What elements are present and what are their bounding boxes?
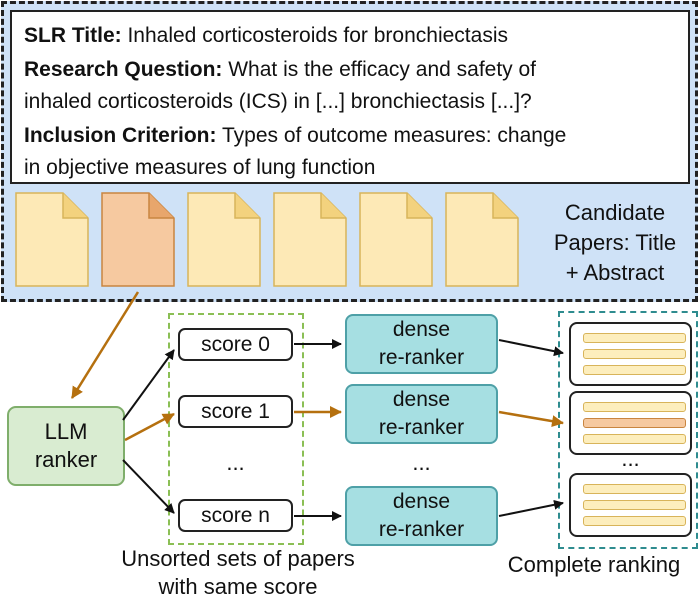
inclusion-criterion-value: Types of outcome measures: change xyxy=(216,124,567,147)
llm-to-score-n-arrow xyxy=(122,459,175,514)
llm-to-score-0-arrow xyxy=(122,349,175,421)
ranking-box-n xyxy=(569,473,692,537)
ranked-paper-bar xyxy=(583,516,686,526)
score-0-box: score 0 xyxy=(178,328,293,361)
score-1-box: score 1 xyxy=(178,395,293,428)
score-ellipsis: ... xyxy=(226,450,245,475)
unsorted-sets-caption: Unsorted sets of papers with same score xyxy=(121,546,355,599)
slr-description-box: SLR Title: Inhaled corticosteroids for b… xyxy=(10,10,690,184)
dense-n-to-ranking-arrow xyxy=(498,499,564,517)
candidate-label-line-2: Papers: Title xyxy=(553,230,677,255)
slr-title-value: Inhaled corticosteroids for bronchiectas… xyxy=(121,24,508,47)
paper-to-llm-arrow xyxy=(70,291,140,399)
ranking-ellipsis: ... xyxy=(621,446,640,471)
ranked-paper-bar-selected xyxy=(583,418,686,428)
complete-ranking-caption: Complete ranking xyxy=(507,552,681,577)
slr-title-label: SLR Title: xyxy=(24,24,122,47)
dense-reranker-n: dense re-ranker xyxy=(345,486,498,546)
ranked-paper-bar xyxy=(583,402,686,412)
research-question-line: Research Question: What is the efficacy … xyxy=(24,58,536,82)
document-icon xyxy=(445,192,519,287)
ranked-paper-bar xyxy=(583,500,686,510)
research-question-value: What is the efficacy and safety of xyxy=(222,58,537,81)
ranked-paper-bar xyxy=(583,349,686,359)
candidate-papers-label: Candidate Papers: Title + Abstract xyxy=(535,198,695,288)
dense-0-to-ranking-arrow xyxy=(498,339,564,357)
research-question-line-2: inhaled corticosteroids (ICS) in [...] b… xyxy=(24,90,532,113)
slr-title-line: SLR Title: Inhaled corticosteroids for b… xyxy=(24,24,508,48)
document-icon xyxy=(273,192,347,287)
llm-to-score-1-arrow xyxy=(124,412,175,442)
document-icon xyxy=(15,192,89,287)
document-icon xyxy=(359,192,433,287)
dense-reranker-1: dense re-ranker xyxy=(345,384,498,444)
ranked-paper-bar xyxy=(583,484,686,494)
inclusion-criterion-line-2: in objective measures of lung function xyxy=(24,156,376,179)
ranked-paper-bar xyxy=(583,434,686,444)
dense-ellipsis: ... xyxy=(412,450,431,475)
ranking-box-1 xyxy=(569,391,692,455)
unsorted-sets-group xyxy=(168,313,304,545)
dense-1-to-ranking-arrow xyxy=(498,410,564,428)
ranked-paper-bar xyxy=(583,333,686,343)
complete-ranking-group xyxy=(558,311,698,549)
ranked-paper-bar xyxy=(583,365,686,375)
inclusion-criterion-label: Inclusion Criterion: xyxy=(24,124,217,147)
inclusion-criterion-line: Inclusion Criterion: Types of outcome me… xyxy=(24,124,566,148)
document-icon xyxy=(187,192,261,287)
score-n-box: score n xyxy=(178,499,293,532)
ranking-box-0 xyxy=(569,322,692,386)
candidate-label-line-1: Candidate xyxy=(564,200,666,225)
document-icon-selected xyxy=(101,192,175,287)
dense-reranker-0: dense re-ranker xyxy=(345,314,498,374)
candidate-label-line-3: + Abstract xyxy=(565,260,665,285)
research-question-label: Research Question: xyxy=(24,58,223,81)
llm-ranker-node: LLM ranker xyxy=(7,406,125,486)
